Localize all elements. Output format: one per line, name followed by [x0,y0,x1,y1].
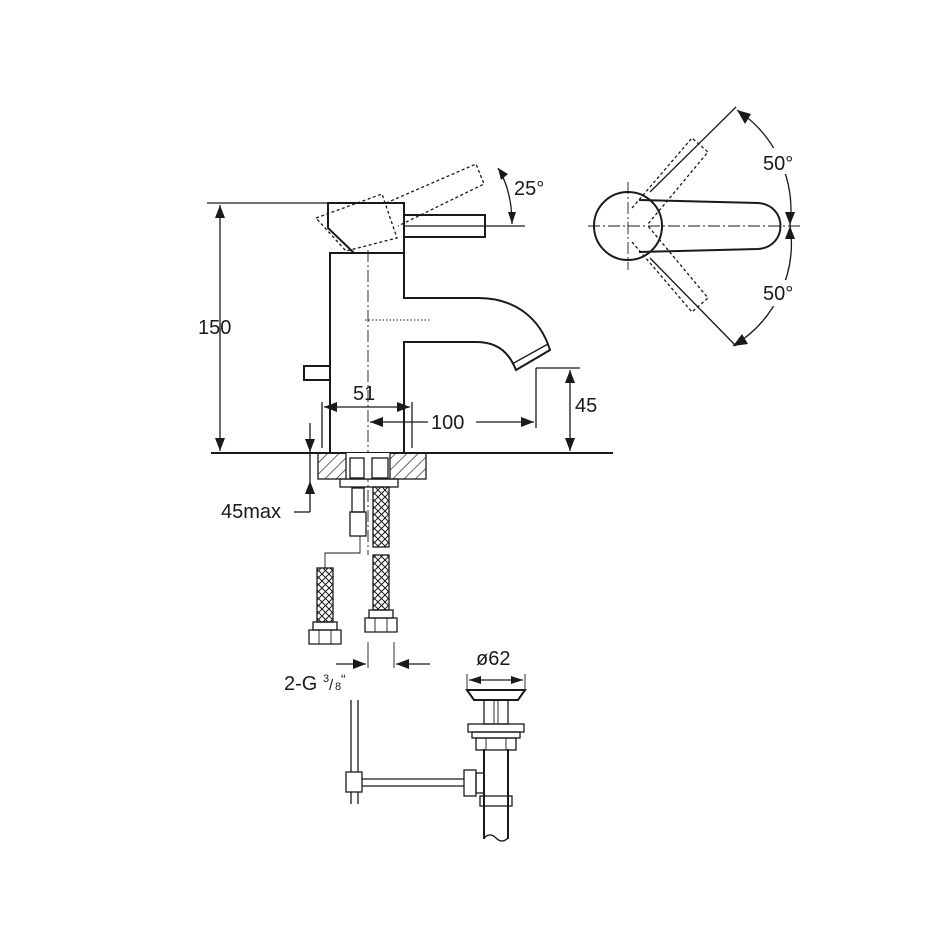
arrow-head [370,417,383,427]
arrow-head [521,417,534,427]
stud-nut [351,487,365,513]
link-pivot-nut [463,769,477,797]
width-label: 51 [353,383,375,405]
connection-label: 2-G [284,673,317,695]
waste-diameter-label: ø62 [476,648,510,670]
arrow-head [305,481,315,494]
waste-collar [479,795,513,807]
waste-break [483,834,509,842]
arrow-head [215,205,225,218]
arrow-head [508,212,516,224]
label-bg [428,408,476,434]
mount-thickness-label: 45max [221,501,281,523]
popup-waste: ø62 [345,648,527,842]
braided-hose-right-lower [372,554,390,611]
stud-fitting [349,457,365,479]
height-label: 150 [198,317,231,339]
spout-tip-band [511,343,549,365]
hose-ferrule [368,609,394,619]
arrow-head [565,438,575,451]
waste-flange [467,723,525,733]
hose-leader [324,536,361,568]
lever-tilt-label: 25° [514,178,544,200]
rod-clip [345,771,363,793]
stud-body [349,511,367,537]
handle-top [638,198,782,254]
rotation-ray-lower [649,257,737,347]
reach-label: 100 [431,412,464,434]
lever-handle [403,214,486,238]
connection-denominator: 8 [335,681,341,693]
connection-separator: / [329,677,334,694]
plug-stem [483,699,509,725]
arrow-head [511,676,523,684]
waste-nut [475,737,517,751]
hose-nut-left [308,629,342,645]
connection-suffix: “ [341,671,346,687]
counter-hole [346,453,390,479]
popup-rod [303,365,331,381]
braided-hose-right [372,486,390,548]
arrow-head [737,110,751,124]
hose-fitting [371,457,389,479]
spout-height-label: 45 [575,395,597,417]
hose-ferrule [312,621,338,631]
connection-numerator: 3 [323,673,329,685]
lever-head [327,202,405,254]
lever-handle-tilted [385,163,485,227]
lever-head-tilted [314,193,398,252]
arrow-head [215,438,225,451]
rotation-left-label: 50° [763,153,793,175]
hose-nut-right [364,617,398,633]
label-bg [760,280,806,306]
waste-washer [471,731,521,739]
tap-body [329,252,552,454]
handle-rotated-lower [631,225,709,313]
top-view: 50° 50° [588,106,806,347]
arrow-head [396,659,409,669]
arrow-head [785,226,795,239]
arrow-head [397,402,410,412]
label-bg [760,148,806,174]
braided-hose-left [316,567,334,623]
rotation-right-label: 50° [763,283,793,305]
arrow-head [353,659,366,669]
side-view: 25° 150 45 100 51 [198,163,613,555]
arrow-head [498,168,508,180]
rotation-arc [732,109,793,347]
mounting-assembly: 45max 2-G 3 / 8 “ [221,423,430,695]
arrow-head [733,334,748,346]
handle-rotated-upper [631,137,709,225]
arrow-head [324,402,337,412]
rotation-ray-upper [649,106,737,193]
arrow-head [785,212,795,225]
arrow-head [305,439,315,452]
arrow-head [565,370,575,383]
waste-body [483,749,509,839]
mounting-plate [339,478,399,488]
arrow-head [469,676,481,684]
plug-head [465,689,527,701]
link-pivot [475,772,485,794]
